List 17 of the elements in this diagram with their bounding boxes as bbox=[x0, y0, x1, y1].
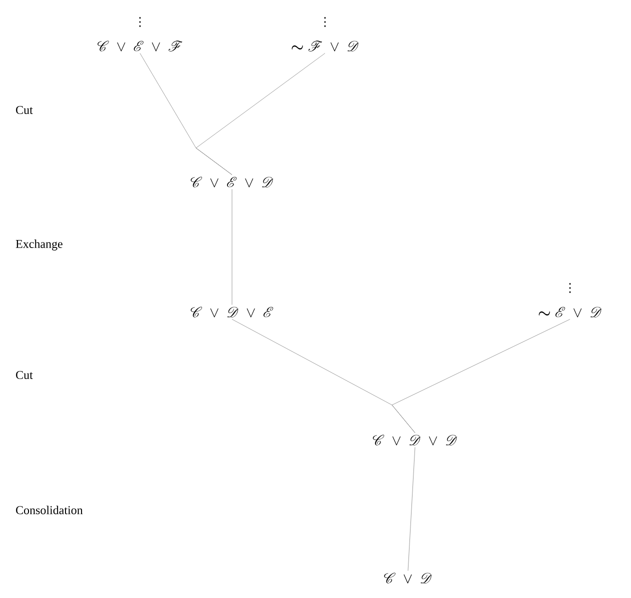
formula: $\mathscr{C} \;\vee\; \mathscr{D} \;\vee\; \mathscr{E}$ bbox=[190, 306, 274, 318]
rule-name: Cut bbox=[16, 370, 33, 380]
formula: $\boldsymbol{\sim}\mathscr{E} \;\vee\; \mathscr{D}$ bbox=[538, 306, 602, 318]
formula: $\mathscr{C} \;\vee\; \mathscr{D} \;\vee\; \mathscr{D}$ bbox=[372, 434, 458, 446]
formula: $\mathscr{C} \;\vee\; \mathscr{E} \;\vee\; \mathscr{D}$ bbox=[190, 176, 274, 188]
connector-line bbox=[408, 447, 416, 571]
formula: $\boldsymbol{\sim}\mathscr{F} \;\vee\; \mathscr{D}$ bbox=[292, 40, 359, 52]
rule-name: Consolidation bbox=[16, 506, 83, 514]
connector-line bbox=[392, 319, 570, 433]
continuation-dots: ⋮ bbox=[324, 17, 326, 27]
connector-line bbox=[196, 53, 326, 175]
formula: $\mathscr{C} \;\vee\; \mathscr{D}$ bbox=[384, 572, 432, 584]
formula: $\mathscr{C} \;\vee\; \mathscr{E} \;\vee\; \mathscr{F}$ bbox=[98, 40, 182, 52]
rule-name: Exchange bbox=[16, 240, 62, 250]
continuation-dots: ⋮ bbox=[139, 17, 141, 27]
continuation-dots: ⋮ bbox=[569, 283, 571, 293]
rule-name: Cut bbox=[16, 106, 33, 114]
